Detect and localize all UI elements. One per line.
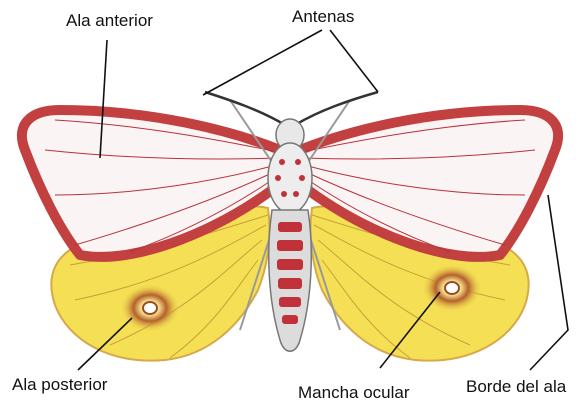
- left-eyespot-center: [143, 302, 157, 314]
- right-eyespot-center: [445, 282, 459, 294]
- label-antennae: Antenas: [292, 8, 354, 25]
- leader-wing-edge: [530, 195, 568, 370]
- label-hindwing: Ala posterior: [12, 376, 107, 393]
- label-wing-edge: Borde del ala: [466, 378, 566, 395]
- leader-antennae-right: [330, 30, 378, 92]
- thorax: [268, 143, 312, 213]
- label-forewing: Ala anterior: [66, 12, 153, 29]
- label-eyespot: Mancha ocular: [298, 384, 410, 401]
- leader-antennae-left: [203, 30, 322, 95]
